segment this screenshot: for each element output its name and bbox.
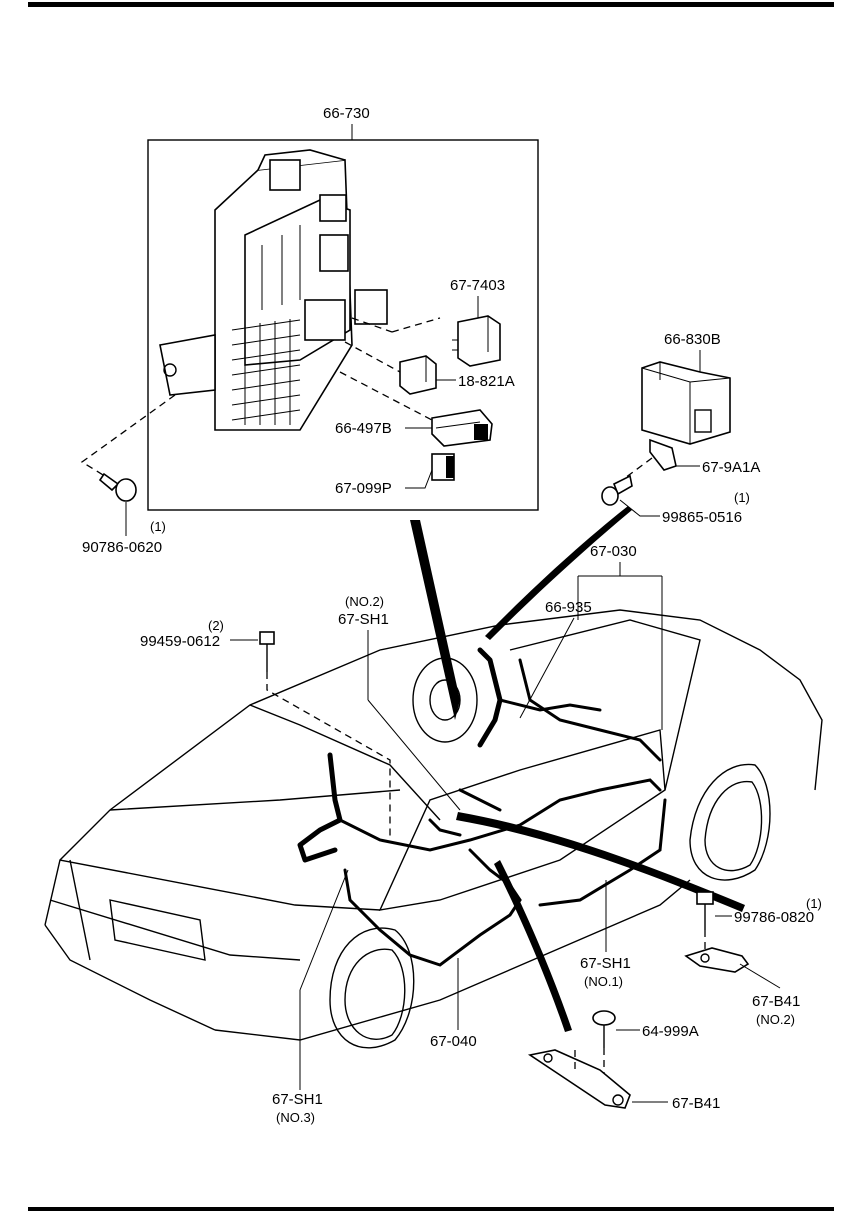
car-body — [44, 609, 823, 1049]
ground-terminal-no2: 67-B41 (NO.2) — [684, 947, 800, 1027]
fuse-box-inset: 67-7403 18-821A 66-497B 67-099P 66-730 — [147, 105, 539, 511]
label-relay-18-821A: 18-821A — [458, 373, 515, 390]
module-66-830B: 66-830B 67-9A1A — [641, 331, 760, 476]
bottom-rule — [28, 1207, 834, 1211]
label-bolt-rear: 99459-0612 — [140, 633, 220, 650]
label-screw-box-qty: (1) — [150, 519, 166, 534]
screw-90786-0620: (1) 90786-0620 — [80, 394, 176, 556]
bolt-99786-0820: (1) 99786-0820 — [696, 891, 822, 952]
screw-99865-0516: (1) 99865-0516 — [601, 457, 750, 526]
label-ground: 67-B41 — [672, 1095, 720, 1112]
label-shield-no2: 67-SH1 — [338, 611, 389, 628]
label-harness-main: 67-030 — [590, 543, 637, 560]
label-shield-no3: 67-SH1 — [272, 1091, 323, 1108]
label-ground-no2-sub: (NO.2) — [756, 1012, 795, 1027]
label-module-bracket: 67-9A1A — [702, 459, 760, 476]
label-bolt-ground-qty: (1) — [806, 896, 822, 911]
relay-18-821A — [399, 355, 437, 395]
fuse-67-099P — [431, 453, 455, 481]
label-switch: 66-935 — [545, 599, 592, 616]
fuse-66-497B — [431, 409, 493, 447]
label-screw-module: 99865-0516 — [662, 509, 742, 526]
label-fuse-66-497B: 66-497B — [335, 420, 392, 437]
label-shield-no1: 67-SH1 — [580, 955, 631, 972]
top-rule — [28, 2, 834, 7]
label-bolt-ground: 99786-0820 — [734, 909, 814, 926]
label-screw-box: 90786-0620 — [82, 539, 162, 556]
label-screw-module-qty: (1) — [734, 490, 750, 505]
label-bolt-rear-qty: (2) — [208, 618, 224, 633]
label-fuse-box: 66-730 — [323, 105, 370, 122]
ground-terminal: 67-B41 — [527, 1049, 720, 1112]
relay-67-7403 — [452, 315, 501, 367]
label-fuse-67-099P: 67-099P — [335, 480, 392, 497]
label-harness-floor: 67-040 — [430, 1033, 477, 1050]
label-relay-67-7403: 67-7403 — [450, 277, 505, 294]
wiring-harness — [297, 506, 745, 1032]
fuse-box-illustration — [159, 149, 388, 431]
label-harness-main-bracket: 67-030 — [577, 543, 663, 730]
label-shield-no3-sub: (NO.3) — [276, 1110, 315, 1125]
screw-64-999A: 64-999A — [592, 1010, 699, 1078]
label-module: 66-830B — [664, 331, 721, 348]
bolt-99459-0612: (2) 99459-0612 — [140, 618, 391, 840]
label-shield-no2-sub: (NO.2) — [345, 594, 384, 609]
label-ground-no2: 67-B41 — [752, 993, 800, 1010]
label-shield-no1-sub: (NO.1) — [584, 974, 623, 989]
label-screw-ground: 64-999A — [642, 1023, 699, 1040]
